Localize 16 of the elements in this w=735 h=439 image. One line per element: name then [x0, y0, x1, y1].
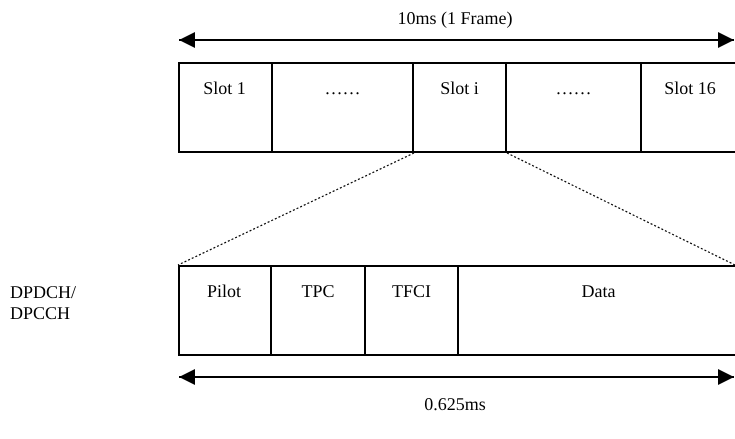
- field-label: Pilot: [206, 281, 242, 302]
- field-label: ……: [554, 78, 592, 99]
- field-label: Data: [580, 281, 616, 302]
- duration-label: 10ms (1 Frame): [396, 8, 514, 29]
- field-label: Slot i: [439, 78, 480, 99]
- field-label: TFCI: [390, 281, 432, 302]
- channel-label: DPDCH/ DPCCH: [10, 282, 78, 324]
- frame-row-box: [178, 62, 735, 153]
- duration-label: 0.625ms: [423, 394, 487, 415]
- field-label: Slot 1: [202, 78, 247, 99]
- field-label: TPC: [300, 281, 336, 302]
- field-label: Slot 16: [663, 78, 717, 99]
- zoom-line: [178, 152, 414, 266]
- field-label: ……: [324, 78, 362, 99]
- frame-row-box: [178, 265, 735, 356]
- zoom-line: [506, 152, 735, 266]
